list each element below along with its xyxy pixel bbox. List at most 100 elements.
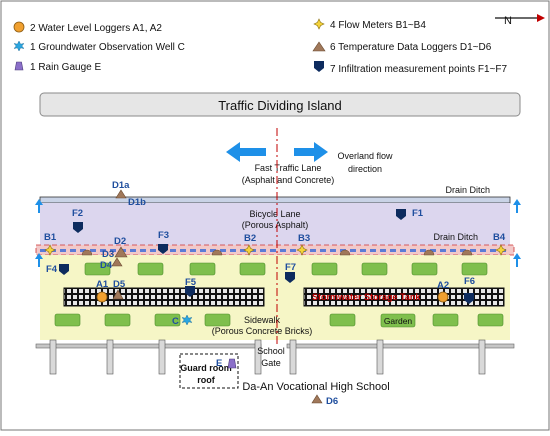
flow-meters [44, 244, 507, 256]
shield-icon [396, 209, 406, 220]
dome-icon [339, 249, 351, 256]
star-icon [13, 40, 25, 52]
shield-icon [73, 222, 83, 233]
point-F3: F3 [158, 230, 169, 241]
fence-post [254, 339, 262, 375]
point-F6: F6 [464, 276, 475, 287]
fence-rail-right [286, 343, 515, 349]
planter [204, 313, 231, 327]
water-level-logger-icon [96, 291, 108, 303]
planter [54, 313, 81, 327]
temperature-logger-icon [112, 289, 124, 300]
guard-room-label-1: Guard room [180, 363, 232, 373]
fence-post [106, 339, 114, 375]
school-gate-label-1: School [257, 346, 285, 356]
drain-grate [40, 249, 510, 252]
planter [477, 313, 504, 327]
overland-flow-label-2: direction [348, 164, 382, 174]
fence-post [478, 339, 486, 375]
point-D6: D6 [326, 396, 338, 407]
fence-post [289, 339, 297, 375]
sidewalk-label-2: (Porous Concrete Bricks) [212, 326, 313, 336]
flow-meter-icon [495, 244, 507, 256]
rain-gauge-icon [14, 61, 24, 71]
planter [311, 262, 338, 276]
legend-flow-meters: 4 Flow Meters B1~B4 [330, 20, 426, 31]
north-arrow: N [495, 14, 545, 27]
temperature-logger-icon [115, 189, 127, 199]
point-B2: B2 [244, 233, 256, 244]
fence-post [49, 339, 57, 375]
overland-flow-label-1: Overland flow [337, 151, 393, 161]
ditch-loggers [81, 249, 473, 256]
shield-icon [314, 61, 324, 72]
arrow-up-shaft [38, 205, 40, 213]
planter [239, 262, 266, 276]
planter [361, 262, 388, 276]
arrow-up-shaft [38, 259, 40, 267]
point-F1: F1 [412, 208, 424, 219]
north-arrow-icon [537, 14, 545, 22]
rain-gauge-icon [227, 358, 237, 369]
planter [461, 262, 488, 276]
gravel-strip-left [63, 287, 265, 307]
planter [84, 262, 111, 276]
shield-icon [285, 272, 295, 283]
drain-ditch-mid-label: Drain Ditch [433, 232, 478, 242]
orange-circle-icon [13, 21, 25, 33]
water-level-logger-icon [437, 291, 449, 303]
temperature-logger-icon [311, 394, 323, 404]
fence-post [376, 339, 384, 375]
drain-ditch-top-label: Drain Ditch [445, 185, 490, 195]
shield-icon [185, 286, 195, 297]
arrow-up-shaft [516, 259, 518, 267]
fence [35, 339, 515, 375]
point-C: C [172, 316, 179, 327]
garden-block [380, 313, 416, 328]
triangle-icon [312, 41, 326, 52]
point-F7: F7 [285, 262, 296, 273]
bicycle-lane-label-1: Bicycle Lane [249, 209, 300, 219]
point-D3: D3 [102, 249, 114, 260]
flow-meter-icon [296, 244, 308, 256]
arrow-up-shaft [516, 205, 518, 213]
garden-label: Garden [384, 316, 413, 326]
flow-meter-icon [243, 244, 255, 256]
point-B1: B1 [44, 232, 57, 243]
point-A1: A1 [96, 279, 109, 290]
flow-arrows [226, 142, 328, 162]
left-arrow-shaft [238, 148, 266, 156]
point-D5: D5 [113, 279, 126, 290]
title-box [39, 92, 521, 117]
outflow-arrows [35, 199, 521, 267]
point-D2: D2 [114, 236, 126, 247]
planters [54, 262, 504, 327]
shield-icon [464, 293, 474, 304]
right-arrow-shaft [294, 148, 316, 156]
bicycle-lane [40, 203, 510, 245]
left-arrow-icon [226, 142, 240, 162]
drain-ditch-top [39, 196, 511, 204]
right-arrow-icon [314, 142, 328, 162]
point-D1b: D1b [128, 197, 146, 208]
compass-label: N [504, 15, 512, 27]
planter [137, 262, 164, 276]
infiltration-markers [59, 209, 474, 304]
temperature-logger-icon [111, 257, 123, 267]
planter [189, 262, 216, 276]
arrow-up-icon [513, 199, 521, 205]
legend-infiltration-points: 7 Infiltration measurement points F1~F7 [330, 64, 507, 75]
fast-lane-label-2: (Asphalt and Concrete) [242, 175, 335, 185]
arrow-up-icon [513, 253, 521, 259]
planter [411, 262, 438, 276]
fence-post [158, 339, 166, 375]
shield-icon [158, 244, 168, 254]
arrow-up-icon [35, 199, 43, 205]
guard-room-label-2: roof [197, 375, 215, 385]
point-B4: B4 [493, 232, 506, 243]
dome-icon [461, 249, 473, 256]
page-title: Traffic Dividing Island [218, 98, 342, 113]
planter [329, 313, 356, 327]
